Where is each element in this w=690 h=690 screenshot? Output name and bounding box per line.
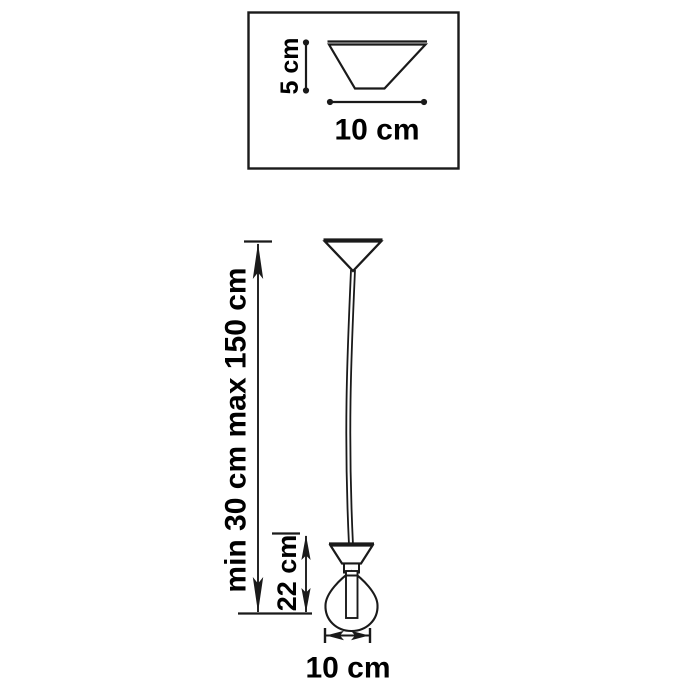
cord-edge-right: [349, 269, 356, 546]
bulb-filament-tube: [345, 570, 359, 619]
light-bulb: [324, 569, 379, 633]
cord-edge-left: [345, 269, 352, 546]
fixture-height-label: 22 cm: [272, 535, 302, 612]
fixture-arrow-bottom: [301, 588, 311, 613]
shade-profile: [327, 40, 429, 90]
dimension-dot-right: [420, 98, 428, 106]
width-dimension-10cm: [326, 98, 428, 106]
dimension-dot-bottom: [302, 87, 310, 94]
drop-dimension: [238, 240, 290, 615]
bulb-width-dimension: [323, 628, 372, 643]
dimension-dot-left: [326, 98, 334, 106]
dimension-dot-top: [302, 39, 310, 46]
bulb-width-label: 10 cm: [305, 652, 390, 685]
width-arrow-right: [351, 630, 369, 641]
height-dimension-5cm: [302, 39, 310, 94]
fixture-arrow-top: [301, 535, 311, 560]
fixture-dimension: [272, 532, 312, 615]
lamp-socket: [328, 542, 375, 574]
pendant-elevation: min 30 cm max 150 cm 22 cm: [220, 238, 391, 685]
drop-arrow-top: [252, 243, 264, 279]
ceiling-canopy-cone: [322, 238, 384, 273]
drop-length-label: min 30 cm max 150 cm: [220, 267, 253, 592]
socket-cone: [328, 544, 375, 565]
shade-height-label: 5 cm: [276, 38, 304, 95]
shade-width-label: 10 cm: [334, 114, 419, 147]
drop-arrow-bottom: [252, 577, 264, 613]
suspension-cord: [345, 269, 356, 546]
shade-trapezoid: [327, 43, 429, 90]
shade-detail-box: 5 cm 10 cm: [247, 11, 460, 170]
canopy-triangle: [322, 240, 384, 273]
width-arrow-left: [326, 630, 344, 641]
detail-box-border: [247, 11, 460, 170]
